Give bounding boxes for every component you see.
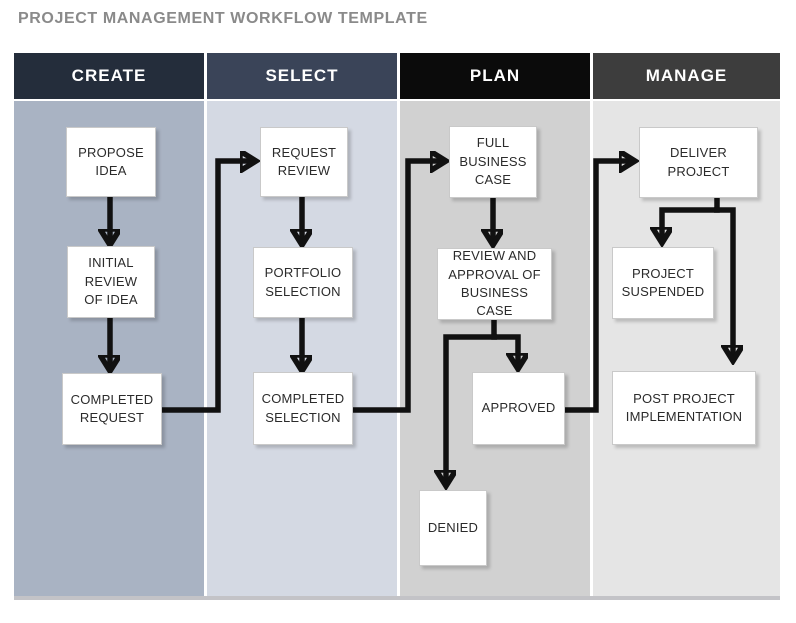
node-propose-idea: PROPOSE IDEA [66, 127, 156, 197]
node-full-business-case: FULL BUSINESS CASE [449, 126, 537, 198]
node-post-project-implementation: POST PROJECT IMPLEMENTATION [612, 371, 756, 445]
node-approved: APPROVED [472, 372, 565, 445]
node-request-review: REQUEST REVIEW [260, 127, 348, 197]
node-label: REVIEW AND APPROVAL OF BUSINESS CASE [448, 248, 541, 319]
node-label: PORTFOLIO SELECTION [264, 265, 342, 299]
node-deliver-project: DELIVER PROJECT [639, 127, 758, 198]
node-initial-review-of-idea: INITIAL REVIEW OF IDEA [67, 246, 155, 318]
node-label: COMPLETED REQUEST [70, 391, 154, 425]
node-denied: DENIED [419, 490, 487, 566]
column-header-plan: PLAN [400, 53, 590, 99]
node-label: COMPLETED SELECTION [261, 391, 345, 425]
column-header-create: CREATE [14, 53, 204, 99]
node-completed-request: COMPLETED REQUEST [62, 373, 162, 445]
node-label: POST PROJECT IMPLEMENTATION [625, 390, 743, 424]
node-label: REQUEST REVIEW [271, 144, 337, 178]
column-header-select: SELECT [207, 53, 397, 99]
node-review-and-approval-of-business-case: REVIEW AND APPROVAL OF BUSINESS CASE [437, 248, 552, 320]
node-label: INITIAL REVIEW OF IDEA [84, 255, 138, 308]
page-title: PROJECT MANAGEMENT WORKFLOW TEMPLATE [18, 10, 428, 27]
node-project-suspended: PROJECT SUSPENDED [612, 247, 714, 319]
node-label: PROPOSE IDEA [78, 144, 144, 178]
node-label: FULL BUSINESS CASE [459, 135, 527, 188]
node-label: PROJECT SUSPENDED [621, 265, 705, 299]
node-completed-selection: COMPLETED SELECTION [253, 372, 353, 445]
diagram-bottom-edge [14, 596, 780, 600]
node-portfolio-selection: PORTFOLIO SELECTION [253, 247, 353, 318]
node-label: DELIVER PROJECT [667, 145, 730, 179]
column-header-manage: MANAGE [593, 53, 780, 99]
node-label: APPROVED [481, 400, 556, 416]
node-label: DENIED [427, 519, 479, 535]
